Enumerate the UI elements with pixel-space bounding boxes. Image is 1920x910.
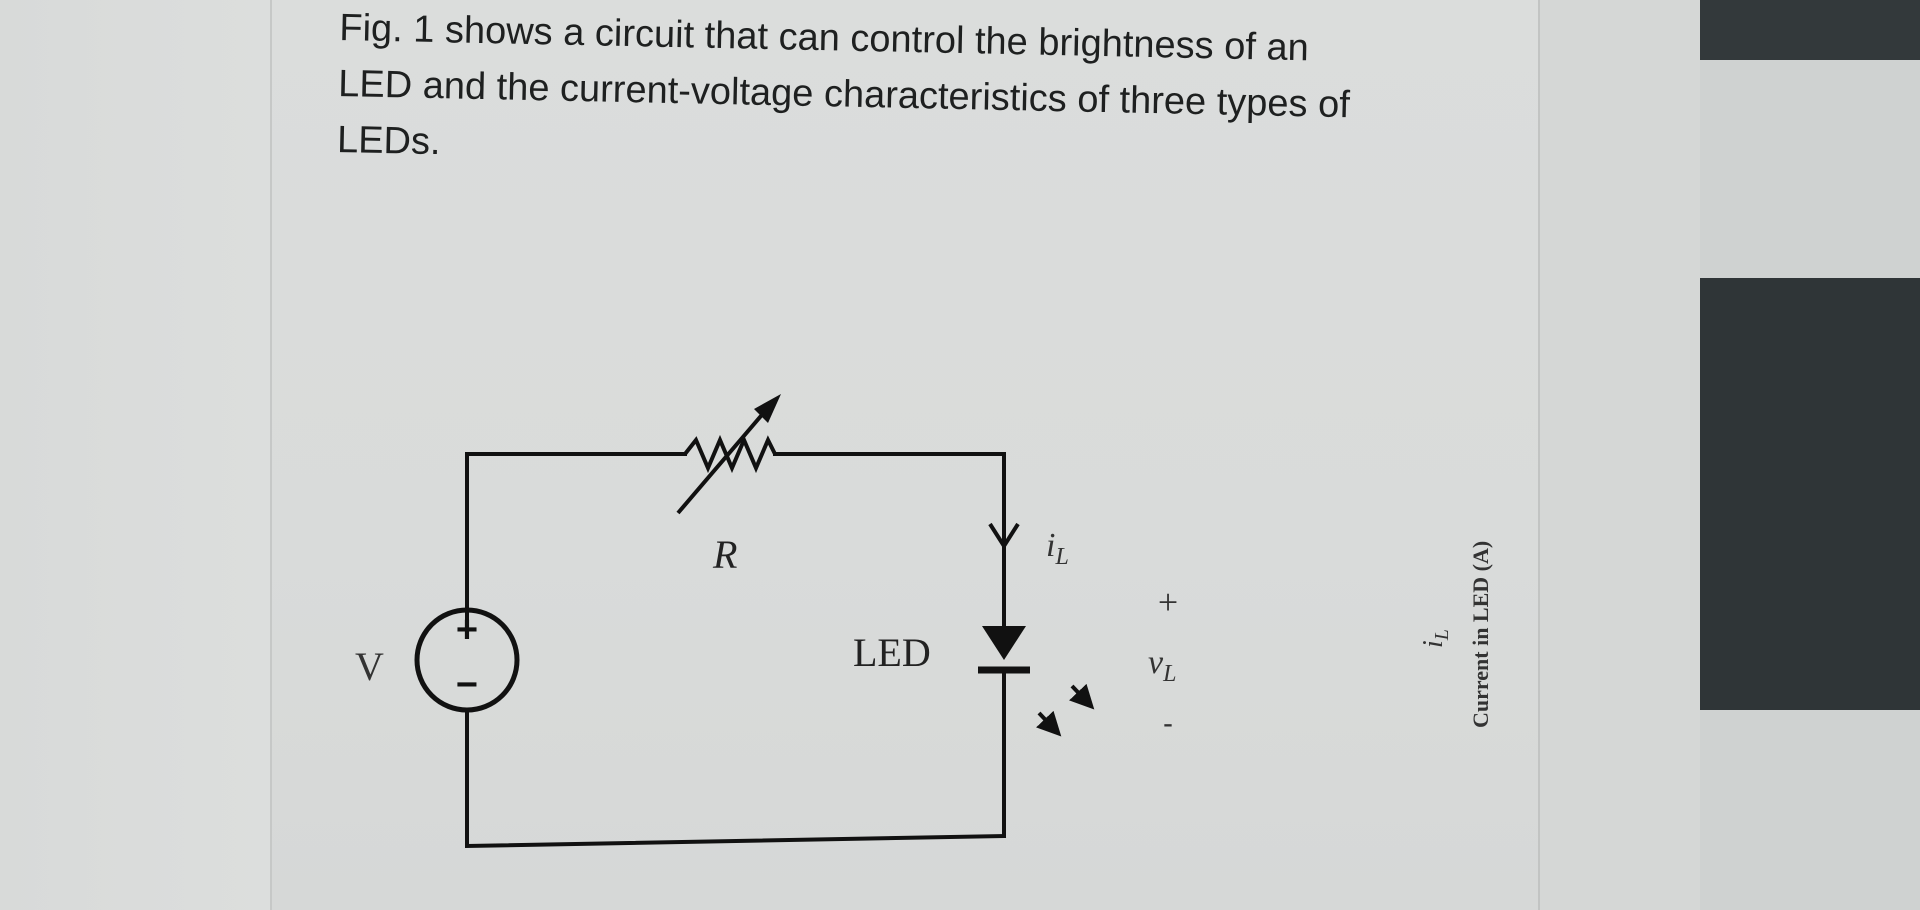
wire-top-right bbox=[773, 452, 1006, 644]
current-direction-arrow bbox=[988, 522, 1020, 550]
wire-bottom bbox=[465, 710, 1007, 849]
source-label: V bbox=[355, 644, 384, 689]
source-minus-sign: − bbox=[456, 664, 478, 706]
graph-y-axis-label: Current in LED (A) bbox=[1468, 541, 1493, 728]
graph-current-symbol: iL bbox=[1418, 629, 1453, 648]
resistor-label: R bbox=[712, 532, 737, 577]
light-arrow-1 bbox=[1036, 710, 1062, 737]
voltage-source: + − bbox=[414, 607, 520, 713]
resistor-zigzag bbox=[683, 434, 777, 474]
voltage-label: vL bbox=[1148, 644, 1176, 687]
source-plus-sign: + bbox=[456, 609, 478, 651]
dark-region-middle bbox=[1700, 278, 1920, 710]
wire-top-left bbox=[465, 452, 687, 622]
dark-region-top bbox=[1700, 0, 1920, 60]
current-label: iL bbox=[1046, 527, 1069, 570]
led-symbol bbox=[978, 626, 1095, 737]
adjacent-page-strip bbox=[1538, 0, 1702, 910]
light-arrow-2 bbox=[1069, 683, 1095, 710]
voltage-plus-sign: + bbox=[1158, 582, 1178, 622]
voltage-minus-sign: - bbox=[1163, 707, 1173, 740]
led-label: LED bbox=[853, 630, 931, 675]
led-triangle bbox=[982, 626, 1026, 660]
left-background bbox=[0, 0, 270, 910]
resistor-adjust-arrow bbox=[676, 401, 774, 515]
resistor-arrowhead bbox=[754, 394, 781, 423]
variable-resistor bbox=[676, 394, 781, 515]
